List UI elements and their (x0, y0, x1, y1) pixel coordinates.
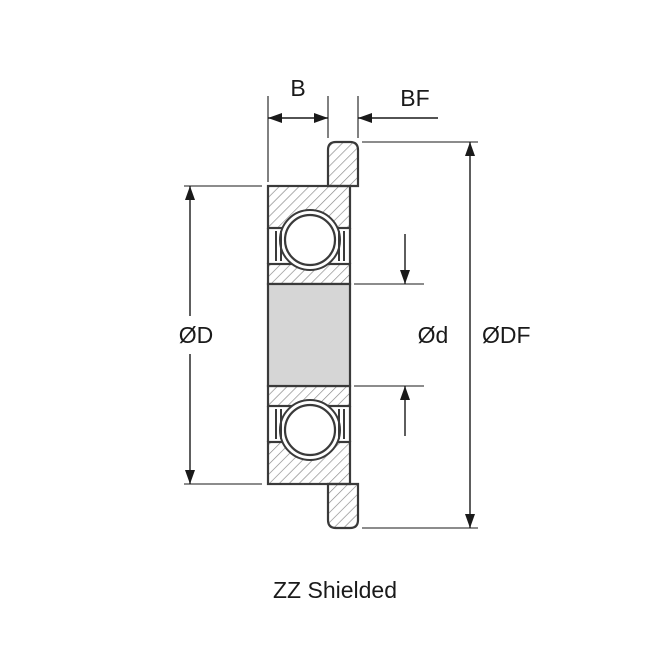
dimension-label-od: ØD (179, 322, 214, 348)
ball-top (283, 213, 337, 267)
dimension-lines (185, 113, 475, 528)
ball-bottom (283, 403, 337, 457)
extension-lines (184, 96, 478, 529)
drawing-caption: ZZ Shielded (273, 577, 397, 603)
bearing-section (266, 140, 360, 530)
dimension-label-b: B (290, 75, 305, 101)
flange-bottom (326, 482, 360, 530)
flange-top (326, 140, 360, 188)
dimension-label-d: Ød (418, 322, 449, 348)
bore (266, 282, 352, 388)
dimension-label-odf: ØDF (482, 322, 531, 348)
dimension-label-bf: BF (400, 85, 429, 111)
